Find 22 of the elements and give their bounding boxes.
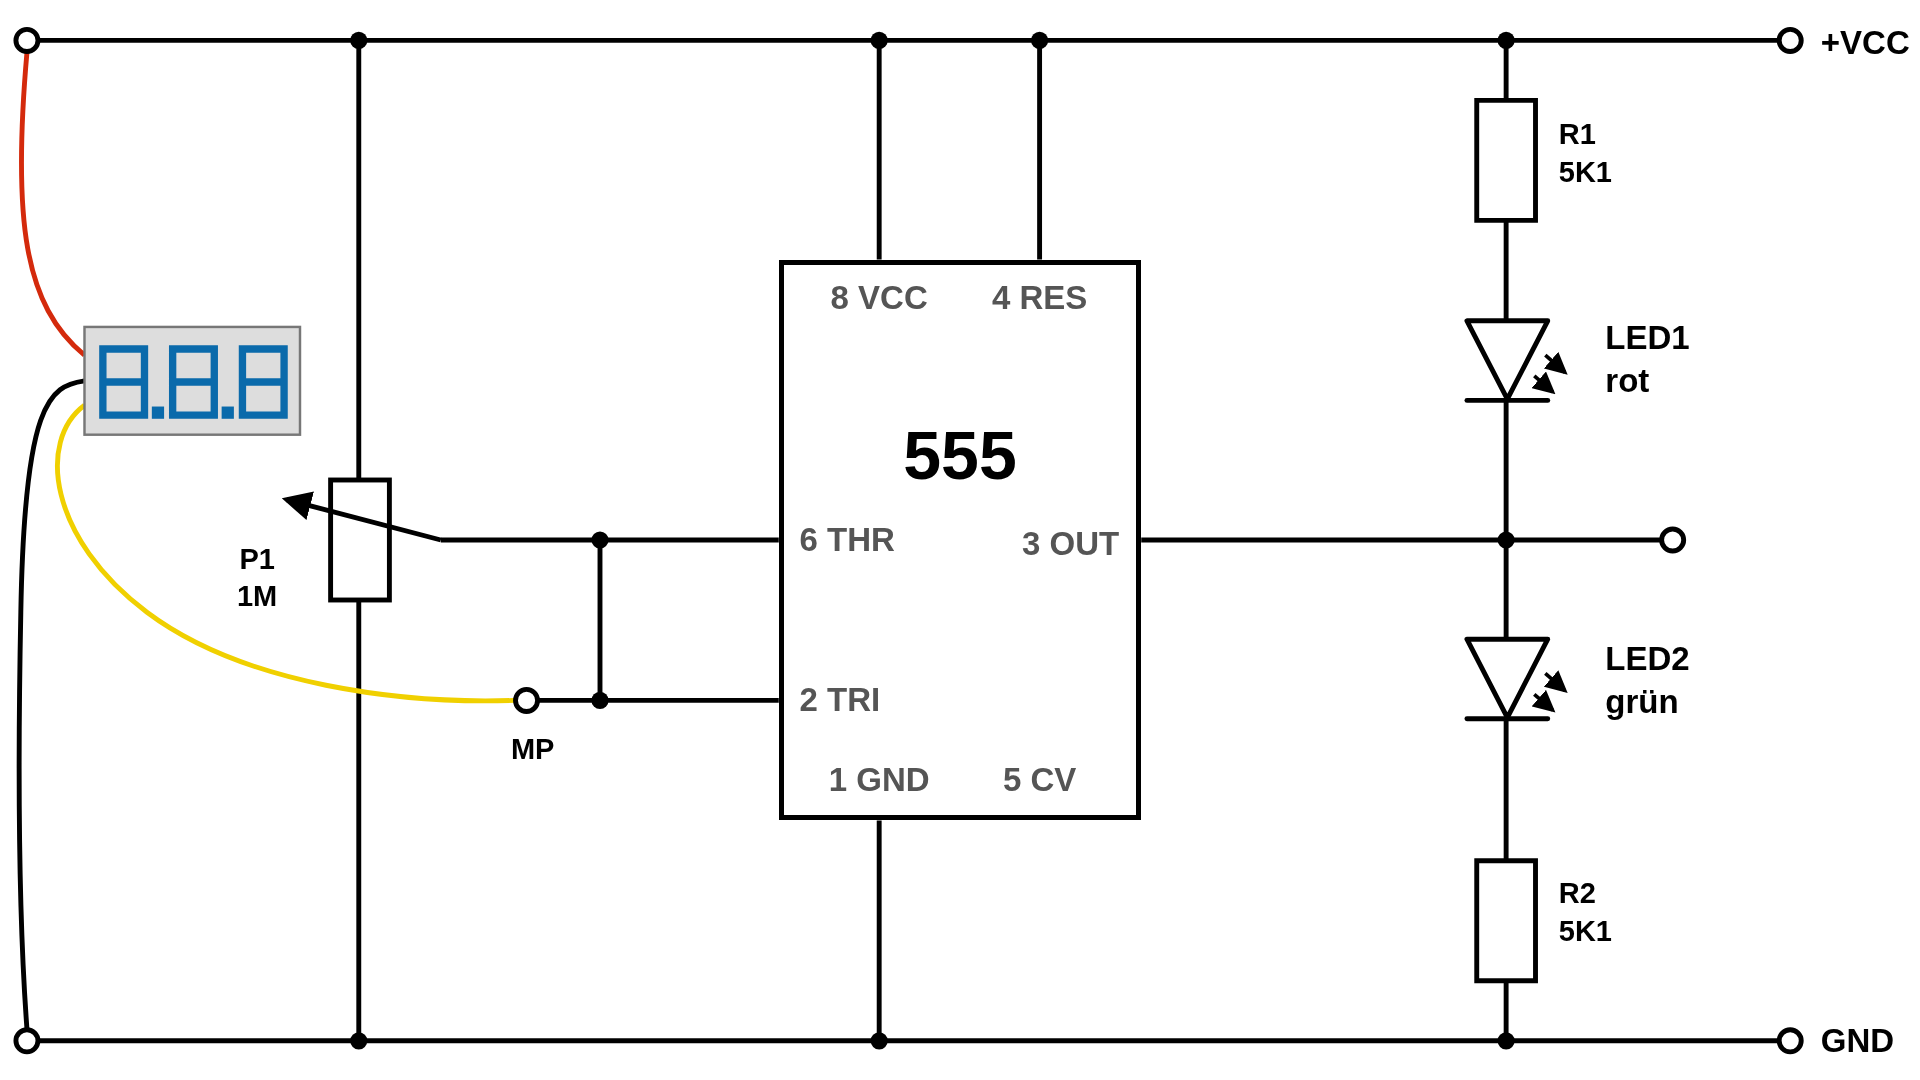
component-value: 5K1 — [1558, 917, 1612, 947]
component-value: rot — [1605, 364, 1650, 398]
pin-label: 5 CV — [1002, 763, 1077, 796]
chip-label: 555 — [903, 421, 1017, 490]
component-label: P1 — [239, 545, 275, 575]
pin-label: 3 OUT — [1022, 526, 1120, 560]
terminal-label: +VCC — [1820, 26, 1910, 60]
pin-label: 1 GND — [828, 763, 930, 796]
component-label: R1 — [1558, 120, 1596, 150]
terminal-label: MP — [510, 734, 555, 764]
component-value: 5K1 — [1558, 158, 1612, 188]
pin-label: 4 RES — [991, 280, 1088, 314]
ic-chip — [778, 259, 1142, 821]
component-label: R2 — [1558, 879, 1596, 909]
component-value: 1M — [237, 581, 278, 611]
component-value: grün — [1605, 685, 1679, 719]
pin-label: 6 THR — [799, 523, 895, 556]
terminal-label: GND — [1820, 1024, 1895, 1058]
component-label: LED2 — [1605, 642, 1690, 676]
pin-label: 8 VCC — [830, 280, 928, 314]
pin-label: 2 TRI — [799, 683, 881, 717]
component-label: LED1 — [1605, 321, 1690, 355]
